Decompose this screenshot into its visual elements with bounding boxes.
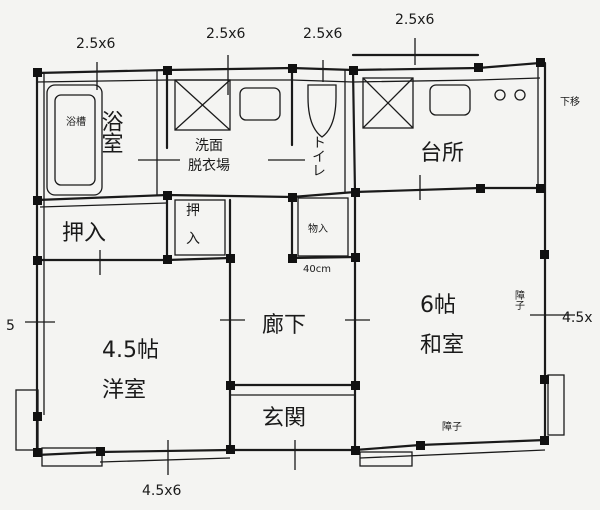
dimension-left: 5	[6, 318, 15, 334]
storage-depth: 40cm	[303, 264, 331, 275]
dimension-top-1: 2.5x6	[76, 36, 116, 52]
bath-label: 浴室	[98, 110, 124, 154]
shoji-bottom-label: 障子	[442, 420, 462, 433]
washroom-label-1: 洗面	[195, 138, 223, 154]
dimension-bottom: 4.5x6	[142, 483, 182, 499]
columns	[33, 58, 549, 457]
kitchen-label: 台所	[420, 141, 464, 166]
labels: 浴槽 浴室 洗面 脱衣場 トイレ 台所 下移 押入 押 入 物入 40cm 廊下…	[62, 95, 580, 433]
western-room-size: 4.5帖	[102, 338, 159, 363]
washroom-label-2: 脱衣場	[188, 158, 230, 174]
closet-left-label: 押入	[62, 221, 106, 246]
dimension-top-4: 2.5x6	[395, 12, 435, 28]
fixtures	[46, 77, 526, 257]
shoji-right-label: 障子	[513, 289, 525, 310]
japanese-room-label: 和室	[420, 333, 464, 358]
kitchen-side-label: 下移	[560, 95, 580, 108]
closet-small-label-1: 押	[186, 203, 200, 219]
dimension-top-3: 2.5x6	[303, 26, 343, 42]
storage-label: 物入	[308, 222, 328, 235]
dimension-top-2: 2.5x6	[206, 26, 246, 42]
hallway-label: 廊下	[262, 313, 306, 338]
entrance-label: 玄関	[262, 406, 306, 431]
dimensions: 2.5x6 2.5x6 2.5x6 2.5x6 4.5x6 4.5x 5	[6, 12, 593, 499]
bathtub-label: 浴槽	[66, 115, 86, 128]
toilet-label: トイレ	[310, 135, 326, 177]
closet-small-label-2: 入	[186, 231, 200, 247]
dimension-right: 4.5x	[562, 310, 593, 326]
japanese-room-size: 6帖	[420, 293, 456, 318]
western-room-label: 洋室	[102, 378, 146, 403]
